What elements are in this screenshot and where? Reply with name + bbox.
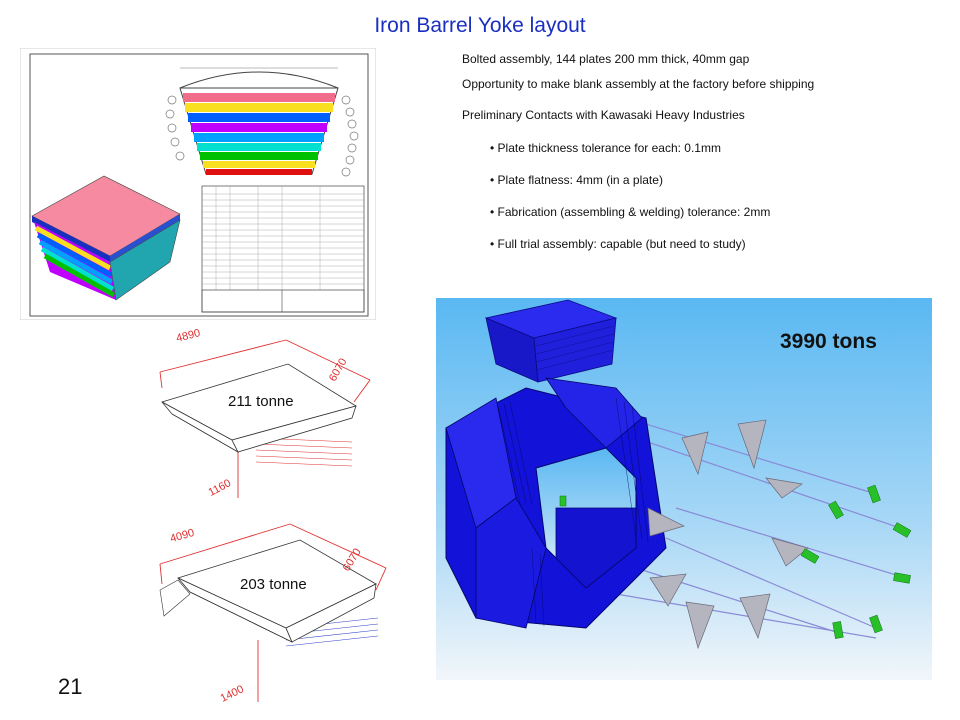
plate-outline-bottom <box>159 523 387 702</box>
sub-bullet-item: • Full trial assembly: capable (but need… <box>490 237 746 251</box>
plate-stack-section <box>165 67 359 177</box>
engineering-drawing-image <box>20 48 376 320</box>
engineering-drawing <box>20 48 376 320</box>
sub-bullet-item: • Plate flatness: 4mm (in a plate) <box>490 173 663 187</box>
plate-drawing-bottom: 4090 6070 1400 203 tonne <box>130 520 430 715</box>
sub-bullet-item: • Fabrication (assembling & welding) tol… <box>490 205 771 219</box>
yoke-3d-render-image <box>436 298 932 680</box>
bullet-item: Opportunity to make blank assembly at th… <box>462 77 815 91</box>
sub-bullet-item: • Plate thickness tolerance for each: 0.… <box>490 141 721 155</box>
plate-mass-label: 211 tonne <box>226 393 296 410</box>
plate-drawing-top: 4890 6070 1160 211 tonne <box>120 327 420 510</box>
page-number: 21 <box>58 674 83 699</box>
slide-title: Iron Barrel Yoke layout <box>374 14 586 37</box>
yoke-octant-3d <box>31 175 181 301</box>
bill-of-materials-table <box>201 185 365 313</box>
total-mass-label: 3990 tons <box>780 330 877 353</box>
yoke-top-block <box>484 299 618 383</box>
plate-outline-top <box>159 339 371 498</box>
bullet-item: Bolted assembly, 144 plates 200 mm thick… <box>462 52 750 66</box>
plate-mass-label: 203 tonne <box>238 576 309 593</box>
yoke-3d-render <box>436 298 932 680</box>
bullet-item: Preliminary Contacts with Kawasaki Heavy… <box>462 108 745 122</box>
yoke-ring <box>445 377 667 629</box>
green-bolts <box>559 484 912 639</box>
support-fins <box>647 419 809 650</box>
